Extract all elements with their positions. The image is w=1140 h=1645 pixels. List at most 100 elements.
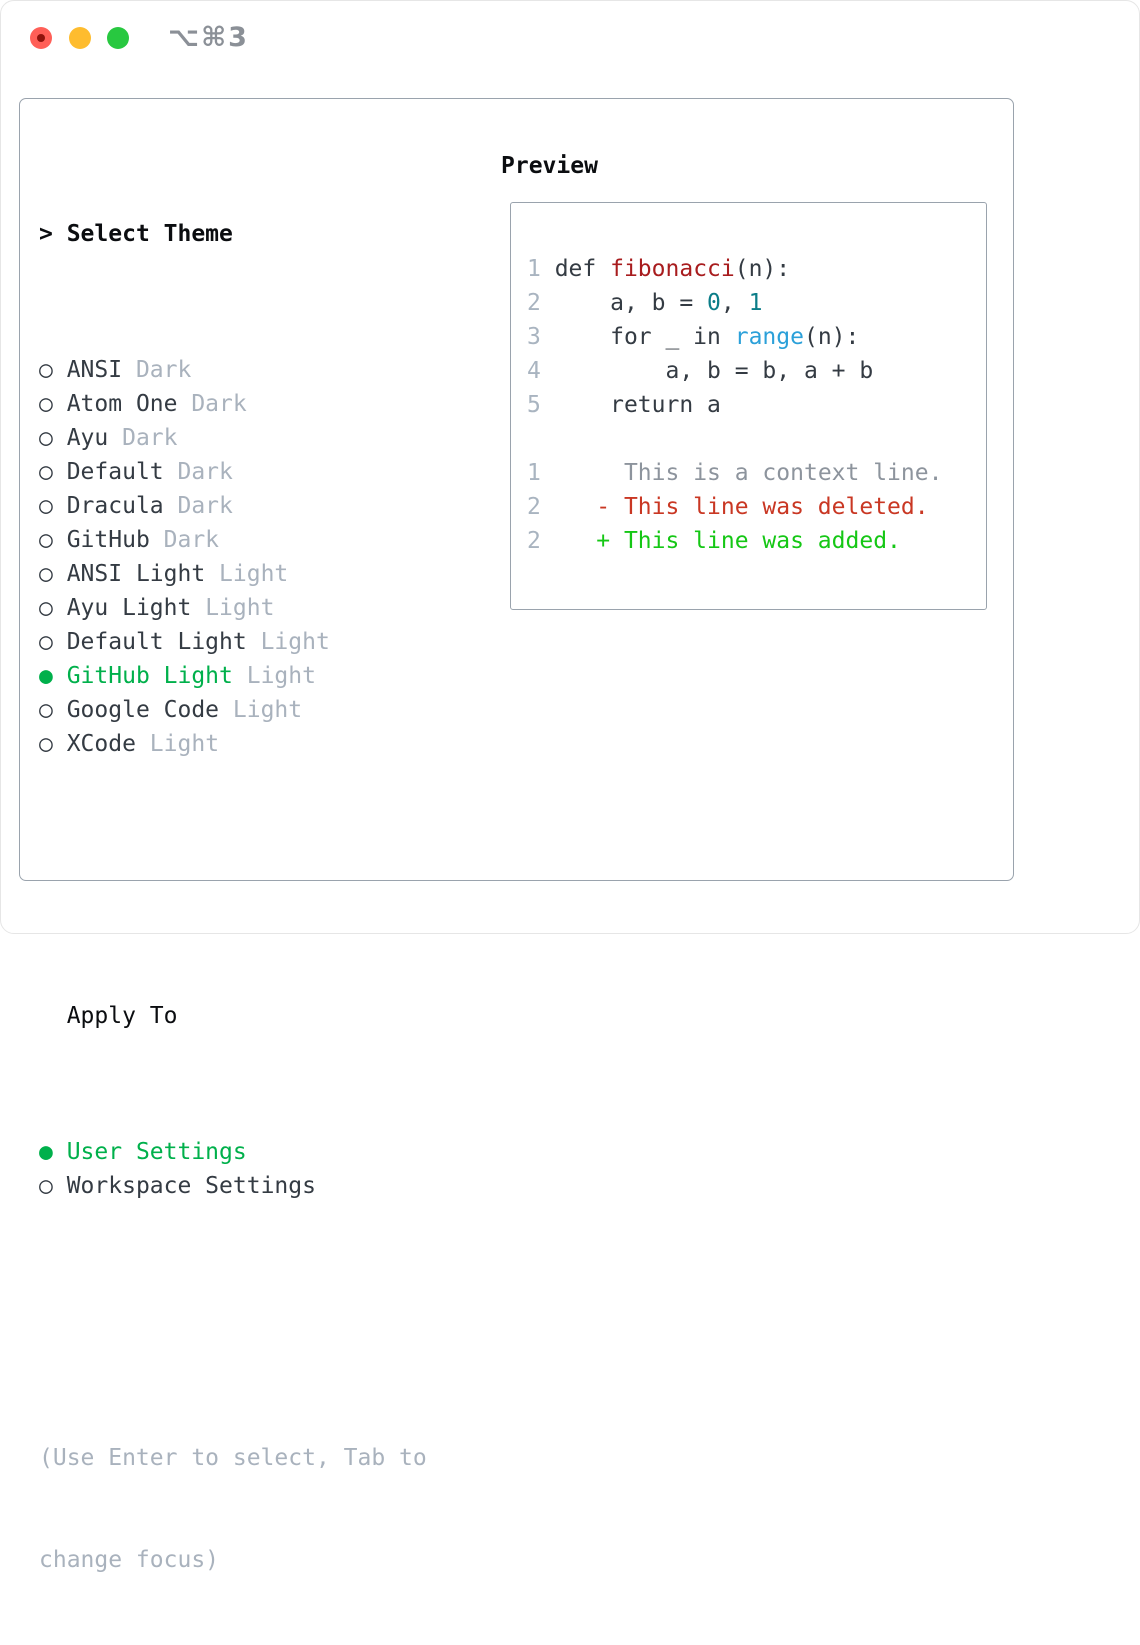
code-token: def xyxy=(540,256,611,282)
theme-variant-label: Dark xyxy=(163,493,233,519)
code-token: range xyxy=(734,324,804,350)
theme-selector: >Select Theme ○ ANSI Dark○ Atom One Dark… xyxy=(39,149,489,1645)
code-token: This is a context line. xyxy=(623,460,943,486)
code-token: 4 xyxy=(527,358,541,384)
window-shortcut-label: ⌥⌘3 xyxy=(168,22,249,53)
minimize-button[interactable] xyxy=(69,27,91,49)
code-token: a, b = xyxy=(540,290,708,316)
theme-option-label: ANSI xyxy=(52,357,123,383)
selected-radio-icon: ● xyxy=(39,663,53,689)
theme-option-default[interactable]: ○ Default Dark xyxy=(39,455,489,489)
help-text-line-1: (Use Enter to select, Tab to xyxy=(39,1445,427,1471)
code-line: 1 This is a context line. xyxy=(527,456,942,490)
theme-option-label: Default xyxy=(52,459,164,485)
theme-variant-label: Light xyxy=(246,629,330,655)
code-token: 1 xyxy=(748,290,763,316)
theme-variant-label: Light xyxy=(232,663,316,689)
code-line: 2 + This line was added. xyxy=(527,524,942,558)
theme-variant-label: Dark xyxy=(163,459,233,485)
theme-option-default-light[interactable]: ○ Default Light Light xyxy=(39,625,489,659)
code-token: 0 xyxy=(707,290,721,316)
theme-variant-label: Dark xyxy=(122,357,192,383)
zoom-button[interactable] xyxy=(107,27,129,49)
theme-variant-label: Dark xyxy=(177,391,247,417)
theme-option-xcode[interactable]: ○ XCode Light xyxy=(39,727,489,761)
theme-option-label: Google Code xyxy=(52,697,220,723)
code-line: 2 a, b = 0, 1 xyxy=(527,286,942,320)
code-token: , xyxy=(720,290,749,316)
code-token xyxy=(541,460,624,486)
select-theme-header: > Select Theme xyxy=(39,217,489,251)
apply-option-label: User Settings xyxy=(52,1139,247,1165)
code-token: - This line was deleted. xyxy=(596,494,929,520)
theme-option-label: Dracula xyxy=(52,493,164,519)
theme-option-label: Default Light xyxy=(52,629,247,655)
code-token: (n): xyxy=(803,324,860,350)
theme-list: ○ ANSI Dark○ Atom One Dark○ Ayu Dark○ De… xyxy=(39,353,489,761)
code-token: 1 xyxy=(527,256,541,282)
code-line: 4 a, b = b, a + b xyxy=(527,354,942,388)
selected-radio-icon: ● xyxy=(39,1139,53,1165)
prompt-icon: > xyxy=(39,221,53,247)
close-button[interactable] xyxy=(30,27,52,49)
theme-option-google-code[interactable]: ○ Google Code Light xyxy=(39,693,489,727)
code-token: 2 xyxy=(527,528,541,554)
code-line: 1 def fibonacci(n): xyxy=(527,252,942,286)
theme-option-label: Atom One xyxy=(52,391,178,417)
apply-to-list: ● User Settings○ Workspace Settings xyxy=(39,1135,489,1203)
theme-option-label: XCode xyxy=(52,731,136,757)
spacer xyxy=(39,863,489,897)
theme-option-atom-one[interactable]: ○ Atom One Dark xyxy=(39,387,489,421)
theme-option-label: Ayu xyxy=(52,425,109,451)
code-token: (n): xyxy=(734,256,791,282)
radio-icon: ○ xyxy=(39,1173,53,1199)
radio-icon: ○ xyxy=(39,595,53,621)
code-token xyxy=(541,528,596,554)
radio-icon: ○ xyxy=(39,493,53,519)
theme-option-ansi-light[interactable]: ○ ANSI Light Light xyxy=(39,557,489,591)
theme-option-label: GitHub Light xyxy=(52,663,233,689)
apply-option-user-settings[interactable]: ● User Settings xyxy=(39,1135,489,1169)
preview-title: Preview xyxy=(501,153,598,179)
theme-variant-label: Light xyxy=(135,731,220,757)
code-token: 1 xyxy=(527,460,541,486)
theme-variant-label: Light xyxy=(205,561,289,587)
theme-picker-panel: >Select Theme ○ ANSI Dark○ Atom One Dark… xyxy=(19,98,1014,1573)
theme-option-dracula[interactable]: ○ Dracula Dark xyxy=(39,489,489,523)
radio-icon: ○ xyxy=(39,527,53,553)
radio-icon: ○ xyxy=(39,357,53,383)
code-line: 3 for _ in range(n): xyxy=(527,320,942,354)
select-theme-title: Select Theme xyxy=(66,221,233,247)
code-token: + This line was added. xyxy=(596,528,901,554)
code-token: fibonacci xyxy=(610,256,735,282)
theme-option-ayu-light[interactable]: ○ Ayu Light Light xyxy=(39,591,489,625)
radio-icon: ○ xyxy=(39,459,53,485)
radio-icon: ○ xyxy=(39,629,53,655)
app-window: ⌥⌘3 >Select Theme ○ ANSI Dark○ Atom One … xyxy=(0,0,1140,1573)
apply-option-label: Workspace Settings xyxy=(52,1173,316,1199)
theme-option-github-light[interactable]: ● GitHub Light Light xyxy=(39,659,489,693)
code-line xyxy=(527,422,942,456)
radio-icon: ○ xyxy=(39,391,53,417)
code-line: 5 return a xyxy=(527,388,942,422)
code-token: a, b = b, a + b xyxy=(540,358,874,384)
titlebar: ⌥⌘3 xyxy=(1,1,1139,76)
apply-option-workspace-settings[interactable]: ○ Workspace Settings xyxy=(39,1169,489,1203)
radio-icon: ○ xyxy=(39,731,53,757)
code-token: 2 xyxy=(527,290,541,316)
theme-option-github[interactable]: ○ GitHub Dark xyxy=(39,523,489,557)
radio-icon: ○ xyxy=(39,561,53,587)
radio-icon: ○ xyxy=(39,697,53,723)
radio-icon: ○ xyxy=(39,425,53,451)
code-token: 5 xyxy=(527,392,541,418)
theme-variant-label: Dark xyxy=(149,527,220,553)
theme-option-ansi[interactable]: ○ ANSI Dark xyxy=(39,353,489,387)
code-token: for _ in xyxy=(540,324,735,350)
code-token: return a xyxy=(540,392,721,418)
code-line: 2 - This line was deleted. xyxy=(527,490,942,524)
theme-option-ayu[interactable]: ○ Ayu Dark xyxy=(39,421,489,455)
code-token: 3 xyxy=(527,324,541,350)
theme-option-label: Ayu Light xyxy=(52,595,192,621)
help-text-line-2: change focus) xyxy=(39,1547,220,1573)
